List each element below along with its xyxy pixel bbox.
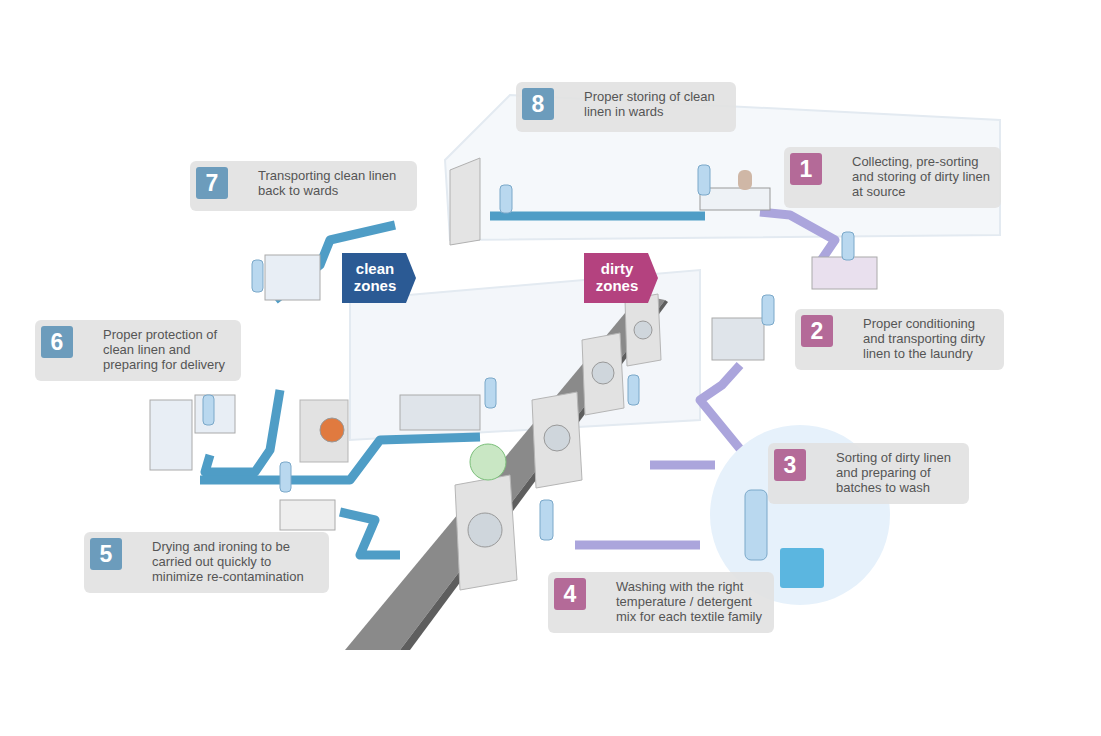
step-description: Collecting, pre-sorting and storing of d… — [852, 154, 991, 199]
step-number: 1 — [790, 153, 822, 185]
step-box: 7 Transporting clean linen back to wards — [190, 161, 417, 211]
step-box: 2 Proper conditioning and transporting di… — [795, 309, 1004, 370]
step-number: 7 — [196, 167, 228, 199]
recycle-bin — [780, 548, 824, 588]
step-box: 3 Sorting of dirty linen and preparing of… — [768, 443, 969, 504]
step-description: Proper conditioning and transporting dir… — [863, 316, 994, 361]
step-number: 4 — [554, 578, 586, 610]
step-box: 4 Washing with the right temperature / de… — [548, 572, 774, 633]
hygiene-symbol — [470, 444, 506, 480]
step-description: Sorting of dirty linen and preparing of … — [836, 450, 959, 495]
step-description: Transporting clean linen back to wards — [258, 168, 407, 198]
zone-tag: clean zones — [340, 253, 416, 303]
zone-label: dirty zones — [588, 260, 646, 294]
step-description: Proper protection of clean linen and pre… — [103, 327, 231, 372]
zone-tag: dirty zones — [582, 253, 658, 303]
room-outlines — [350, 95, 1000, 440]
step-number: 5 — [90, 538, 122, 570]
clean-flow-path — [200, 216, 705, 555]
step-description: Washing with the right temperature / det… — [616, 579, 764, 624]
step-description: Proper storing of clean linen in wards — [584, 89, 726, 119]
step-box: 1 Collecting, pre-sorting and storing of … — [784, 147, 1001, 208]
step-box: 5 Drying and ironing to be carried out qu… — [84, 532, 329, 593]
step-box: 6 Proper protection of clean linen and pr… — [35, 320, 241, 381]
step-box: 8 Proper storing of clean linen in wards — [516, 82, 736, 132]
staff-figures — [203, 165, 854, 560]
step-number: 6 — [41, 326, 73, 358]
zone-label: clean zones — [346, 260, 404, 294]
step-number: 3 — [774, 449, 806, 481]
step-number: 8 — [522, 88, 554, 120]
step-description: Drying and ironing to be carried out qui… — [152, 539, 319, 584]
step-number: 2 — [801, 315, 833, 347]
